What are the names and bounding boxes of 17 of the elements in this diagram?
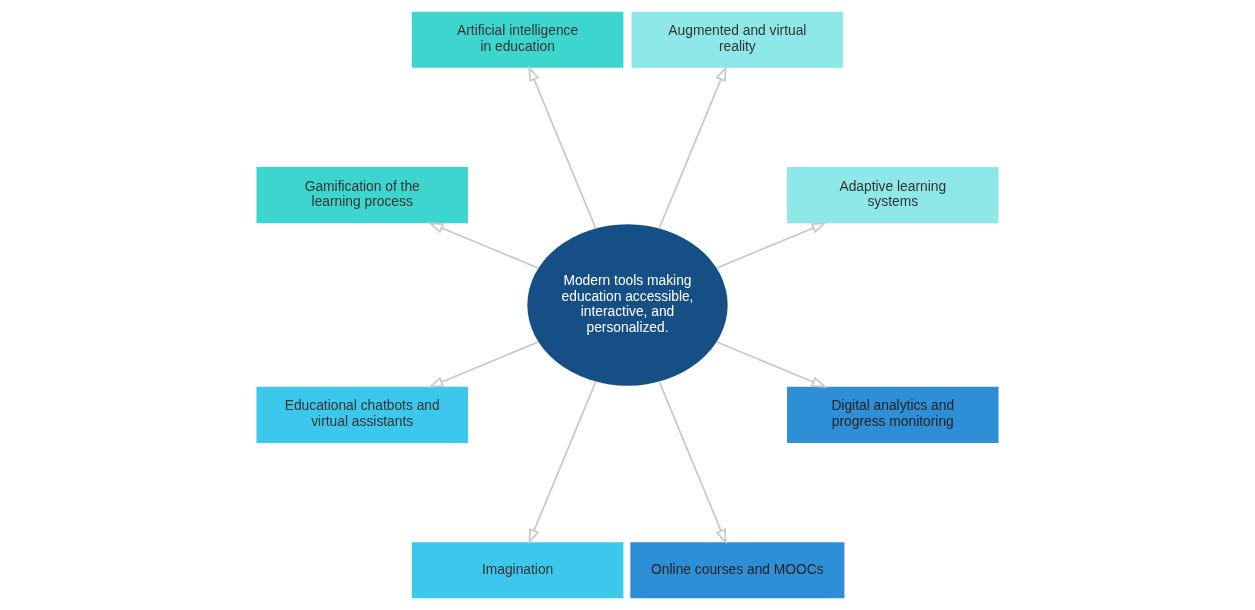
arrow: [716, 222, 828, 269]
arrow: [528, 380, 597, 545]
node-box: Gamification of the learning process: [256, 167, 468, 224]
node-box: Imagination: [411, 542, 624, 599]
arrow: [716, 341, 828, 388]
node-box: Artificial intelligence in education: [411, 11, 624, 68]
arrow: [528, 65, 597, 230]
node-box: Augmented and virtual reality: [631, 11, 844, 68]
arrow: [427, 222, 539, 269]
node-ellipse: Modern tools making education accessible, interactive, and personalized.: [527, 224, 728, 386]
arrow: [427, 341, 539, 388]
arrow: [658, 65, 727, 230]
node-box: Online courses and MOOCs: [630, 542, 845, 599]
node-box: Educational chatbots and virtual assistants: [256, 386, 468, 443]
node-box: Digital analytics and progress monitoring: [787, 386, 999, 443]
arrow: [658, 380, 727, 545]
node-box: Adaptive learning systems: [787, 167, 999, 224]
